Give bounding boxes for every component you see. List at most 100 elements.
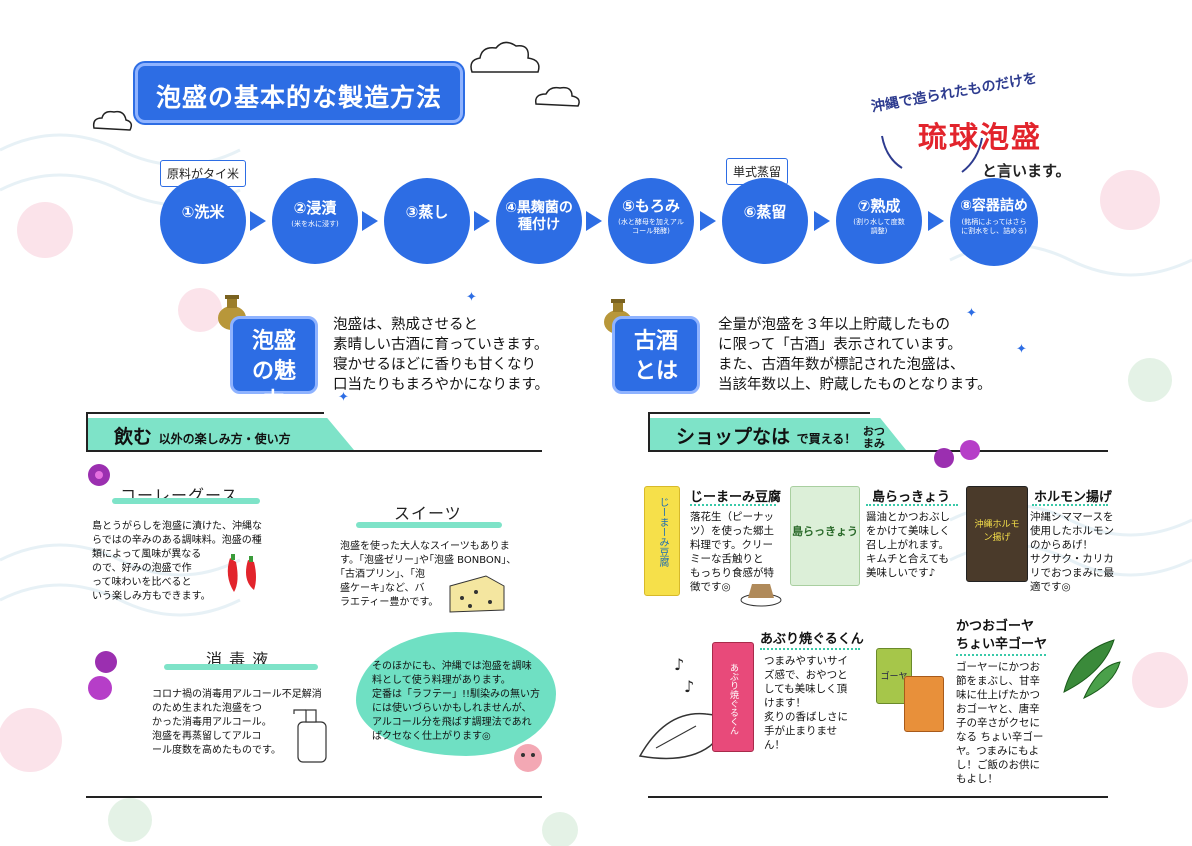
step-label: ⑤もろみ <box>622 197 680 215</box>
left-section-header: 飲む 以外の楽しみ方・使い方 <box>86 412 356 452</box>
desc-line: をかけて美味しく <box>866 525 950 537</box>
dotted-divider <box>956 654 1046 656</box>
cloud-icon <box>92 110 133 131</box>
flower-icon <box>88 464 110 486</box>
koregusu-line: 類によって風味が異なる <box>92 549 202 560</box>
kusu-line: 全量が泡盛を３年以上貯蔵したもの <box>718 317 950 333</box>
product-name: ホルモン揚げ <box>1034 490 1113 505</box>
right-section-header: ショップなは で買える！ おつまみ <box>648 412 908 452</box>
arrow-icon <box>700 211 716 231</box>
arrow-icon <box>362 211 378 231</box>
sweets-line: 泡盛を使った大人なスイーツもありま <box>340 541 510 552</box>
step-sub: (米を水に浸す) <box>291 220 339 228</box>
right-head-small: で買える！ <box>796 432 857 446</box>
desc-line: 適です◎ <box>1030 581 1071 593</box>
dotted-divider <box>690 504 776 506</box>
desc-line: キムチと合えても <box>866 553 949 565</box>
koregusu-line: って味わいを比べると <box>92 577 192 588</box>
divider <box>648 796 1108 798</box>
package-label: ゴーヤ <box>880 672 908 682</box>
product-image-spicy-goya <box>904 676 944 732</box>
desc-line: しても美味しく頂 <box>764 683 848 695</box>
desc-line: ん！ <box>764 739 785 751</box>
step-6: ⑥蒸留 <box>722 178 808 264</box>
desc-line: 沖縄シママースを <box>1030 511 1114 523</box>
koregusu-line: いう楽しみ方もできます。 <box>92 591 211 602</box>
divider <box>648 450 1108 452</box>
step-7: ⑦熟成 (割り水して度数調整) <box>836 178 922 264</box>
svg-text:♪: ♪ <box>684 677 694 696</box>
step-label: ⑦熟成 <box>857 197 901 215</box>
pump-bottle-icon <box>293 709 327 763</box>
desc-line: サクサク・カリカ <box>1030 553 1114 565</box>
tip-line: アルコール分を飛ばす調理法であれ <box>372 717 532 728</box>
product-name: じーまーみ豆腐 <box>690 490 782 505</box>
appeal-line: 泡盛は、熟成させると <box>333 317 478 333</box>
step-label: ③蒸し <box>405 203 449 221</box>
disinfect-text: コロナ禍の消毒用アルコール不足解消 のため生まれた泡盛をつ かった消毒用アルコー… <box>152 688 322 758</box>
kusu-text: 全量が泡盛を３年以上貯蔵したもの に限って「古酒」表示されています。 また、古酒… <box>718 315 992 395</box>
dotted-divider <box>1032 504 1108 506</box>
step-label: ①洗米 <box>181 203 225 221</box>
product-name-line: ちょい辛ゴーヤ <box>956 637 1048 652</box>
tip-bubble <box>356 632 556 756</box>
sparkle-lines <box>881 135 983 173</box>
product-name: かつおゴーヤ ちょい辛ゴーヤ <box>956 618 1047 654</box>
product-desc: 醤油とかつおぶし をかけて美味しく 召し上がれます。 キムチと合えても 美味しい… <box>866 510 950 580</box>
product-image-rakkyo: 島らっきょう <box>790 486 860 586</box>
step-label: ②浸漬 <box>293 199 337 217</box>
package-label: じーまーみ豆腐 <box>657 497 668 567</box>
underline <box>164 664 318 670</box>
product-desc: ゴーヤーにかつお 節をまぶし、甘辛 味に仕上げたかつ おゴーヤと、唐辛 子の辛さ… <box>956 660 1043 786</box>
sweets-title: スイーツ <box>394 504 462 523</box>
product-desc: 落花生（ピーナッ ツ）を使った郷土 料理です。クリー ミーな舌触りと もっちり食… <box>690 510 774 594</box>
star-icon: ✦ <box>338 390 349 405</box>
kusu-badge-label: 古酒とは <box>633 329 678 384</box>
divider <box>86 412 324 414</box>
desc-line: 味に仕上げたかつ <box>956 689 1040 701</box>
product-desc: つまみやすいサイ ズ感で、おやつと しても美味しく頂 けます！ 炙りの香ばしさに… <box>764 654 848 752</box>
tip-line: には使いづらいかもしれませんが、 <box>372 703 532 714</box>
desc-line: し！ご飯のお供に <box>956 759 1040 771</box>
product-desc: 沖縄シママースを 使用したホルモン のからあげ！ サクサク・カリカ リでおつまみ… <box>1030 510 1114 594</box>
tip-text: そのほかにも、沖縄では泡盛を調味 料として使う料理があります。 定番は「ラフテー… <box>372 660 540 744</box>
product-name: 島らっきょう <box>872 490 951 505</box>
arrow-icon <box>814 211 830 231</box>
appeal-badge-label: 泡盛の魅力 <box>251 329 296 414</box>
tip-line: 定番は「ラフテー」!!馴染みの無い方 <box>372 689 541 700</box>
tip-line: そのほかにも、沖縄では泡盛を調味 <box>372 661 532 672</box>
step-1: ①洗米 <box>160 178 246 264</box>
divider <box>648 412 650 452</box>
desc-line: なる ちょい辛ゴー <box>956 731 1044 743</box>
sweets-line: 盛ケーキ｣など、バ <box>340 583 425 594</box>
tip-line: 料として使う料理があります。 <box>372 675 511 686</box>
disinfect-line: かった消毒用アルコール。 <box>152 717 272 728</box>
step-sub: (銘柄によってはさらに割水をし、詰める) <box>961 218 1027 235</box>
koregusu-line: ので、好みの泡盛で作 <box>92 563 192 574</box>
dotted-divider <box>866 504 958 506</box>
right-head-main: ショップなは <box>676 426 791 448</box>
divider <box>86 450 542 452</box>
shisa-icon <box>514 744 542 772</box>
desc-line: 炙りの香ばしさに <box>764 711 848 723</box>
desc-line: 召し上がれます。 <box>866 539 949 551</box>
svg-text:♪: ♪ <box>674 655 684 674</box>
desc-line: もっちり食感が特 <box>690 567 774 579</box>
kusu-badge: 古酒とは <box>612 316 700 394</box>
koregusu-line: らではの辛みのある調味料。泡盛の種 <box>92 535 262 546</box>
star-icon: ✦ <box>1016 342 1027 357</box>
page-title: 泡盛の基本的な製造方法 <box>155 83 442 112</box>
product-name: あぶり焼ぐるくん <box>760 632 864 647</box>
desc-line: 使用したホルモン <box>1030 525 1114 537</box>
step-4: ④黒麹菌の種付け <box>496 178 582 264</box>
desc-line: リでおつまみに最 <box>1030 567 1114 579</box>
star-icon: ✦ <box>966 306 977 321</box>
divider <box>648 412 870 414</box>
desc-line: 徴です◎ <box>690 581 731 593</box>
step-2: ②浸漬 (米を水に浸す) <box>272 178 358 264</box>
disinfect-line: 泡盛を再蒸留してアルコ <box>152 731 262 742</box>
left-head-small: 以外の楽しみ方・使い方 <box>158 432 291 446</box>
koregusu-text: 島とうがらしを泡盛に漬けた、沖縄な らではの辛みのある調味料。泡盛の種 類によっ… <box>92 520 262 604</box>
sweets-line: ラエティー豊かです。 <box>340 597 439 608</box>
desc-line: つまみやすいサイ <box>764 655 848 667</box>
